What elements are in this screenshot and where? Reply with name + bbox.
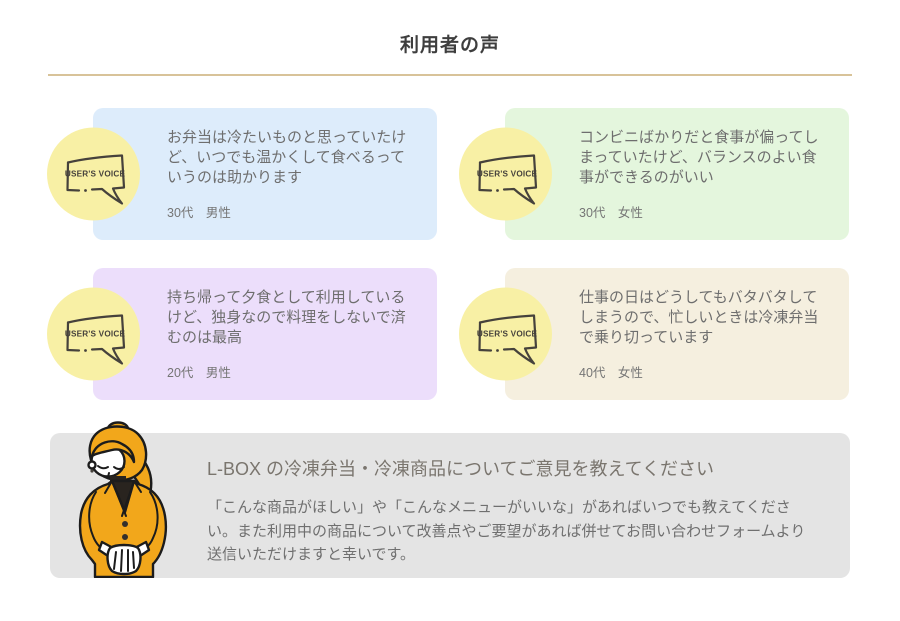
feedback-heading: L-BOX の冷凍弁当・冷凍商品についてご意見を教えてください (207, 459, 715, 479)
testimonial-quote: コンビニばかりだと食事が偏ってしまっていたけど、バランスのよい食事ができるのがい… (579, 129, 819, 186)
section-title: 利用者の声 (399, 35, 500, 56)
feedback-body: 「こんな商品がほしい」や「こんなメニューがいいな」があればいつでも教えてください… (207, 499, 806, 563)
users-voice-badge: USER'S VOICE (459, 127, 552, 221)
testimonial-quote: 持ち帰って夕食として利用しているけど、独身なので料理をしないで済むのは最高 (167, 289, 406, 346)
testimonial-author: 20代 男性 (167, 366, 231, 380)
feedback-banner: L-BOX の冷凍弁当・冷凍商品についてご意見を教えてください 「こんな商品がほ… (50, 433, 850, 578)
testimonial-author: 30代 男性 (167, 206, 231, 220)
users-voice-badge: USER'S VOICE (459, 287, 552, 381)
testimonial-card: USER'S VOICE 持ち帰って夕食として利用しているけど、独身なので料理を… (47, 268, 437, 400)
badge-label: USER'S VOICE (65, 330, 126, 339)
testimonial-card: USER'S VOICE コンビニばかりだと食事が偏ってしまっていたけど、バラン… (459, 108, 849, 240)
badge-label: USER'S VOICE (477, 170, 538, 179)
testimonial-card: USER'S VOICE お弁当は冷たいものと思っていたけど、いつでも温かくして… (47, 108, 437, 240)
speech-bubble-icon: USER'S VOICE (65, 154, 126, 205)
speech-bubble-icon: USER'S VOICE (65, 314, 126, 365)
badge-label: USER'S VOICE (477, 330, 538, 339)
testimonial-quote: お弁当は冷たいものと思っていたけど、いつでも温かくして食べるっていうのは助かりま… (167, 129, 407, 186)
testimonial-author: 40代 女性 (579, 366, 643, 380)
badge-label: USER'S VOICE (65, 170, 126, 179)
title-divider (48, 74, 852, 76)
speech-bubble-icon: USER'S VOICE (477, 154, 538, 205)
bowing-woman-illustration (78, 421, 167, 578)
testimonial-grid: USER'S VOICE お弁当は冷たいものと思っていたけど、いつでも温かくして… (47, 108, 850, 400)
testimonial-card: USER'S VOICE 仕事の日はどうしてもバタバタしてしまうので、忙しいとき… (459, 268, 849, 400)
speech-bubble-icon: USER'S VOICE (477, 314, 538, 365)
testimonial-author: 30代 女性 (579, 206, 643, 220)
testimonial-quote: 仕事の日はどうしてもバタバタしてしまうので、忙しいときは冷凍弁当で乗り切っていま… (579, 289, 819, 346)
users-voice-badge: USER'S VOICE (47, 127, 140, 221)
users-voice-badge: USER'S VOICE (47, 287, 140, 381)
